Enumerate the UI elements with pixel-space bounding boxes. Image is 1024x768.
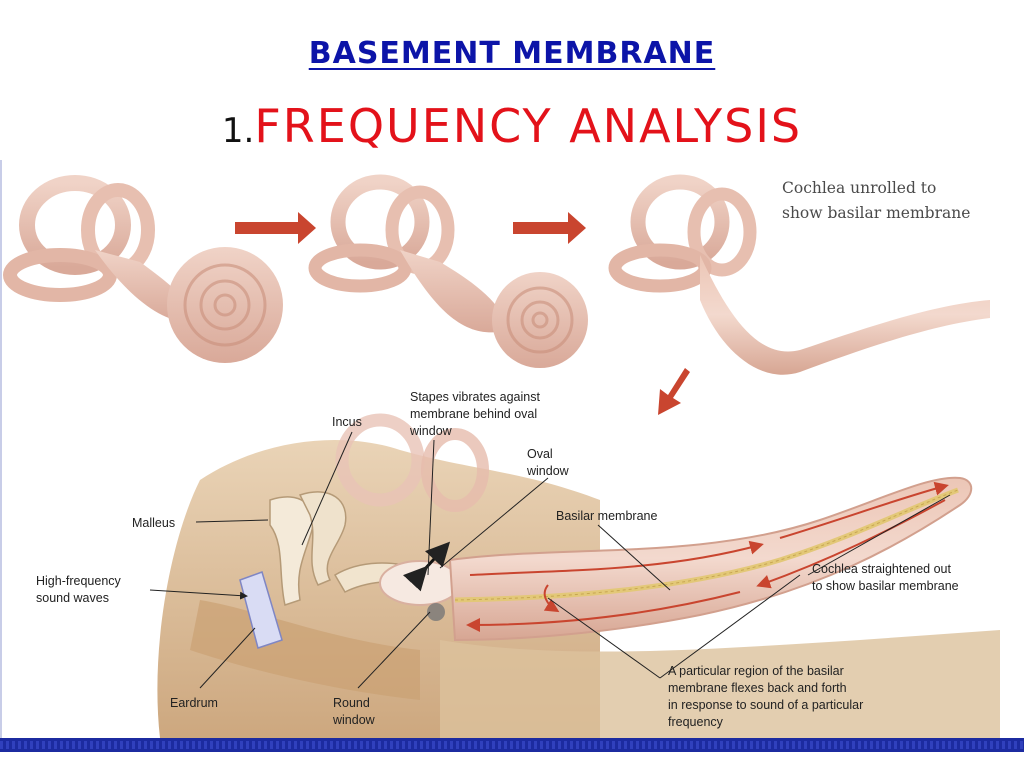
inner-ear-coiled-1	[3, 175, 283, 363]
label-stapes: Stapes vibrates against membrane behind …	[409, 390, 543, 438]
cochlea-diagram: Cochlea unrolled to show basilar membran…	[3, 174, 1000, 738]
label-oval-window: Oval window	[526, 447, 570, 478]
label-malleus: Malleus	[132, 516, 175, 530]
label-high-frequency: High-frequency sound waves	[36, 574, 124, 605]
slide-heading: BASEMENT MEMBRANE	[308, 36, 716, 71]
label-round-window: Round window	[332, 696, 376, 727]
label-basilar-membrane: Basilar membrane	[556, 509, 657, 523]
label-particular-region: A particular region of the basilar membr…	[668, 664, 867, 729]
figure-caption: Cochlea unrolled to show basilar membran…	[782, 179, 970, 222]
slide-subheading: 1.FREQUENCY ANALYSIS	[0, 96, 1024, 161]
middle-ear-illustration	[157, 413, 1000, 738]
inner-ear-unrolled	[608, 174, 990, 375]
stage-arrow-2	[513, 212, 586, 244]
subheading-text: FREQUENCY ANALYSIS	[254, 99, 803, 153]
leader-lines	[149, 431, 951, 689]
left-rule	[0, 160, 2, 738]
label-eardrum: Eardrum	[170, 696, 218, 710]
slide-footer-bar	[0, 738, 1024, 752]
label-cochlea-straightened: Cochlea straightened out to show basilar…	[812, 562, 959, 593]
label-incus: Incus	[332, 415, 362, 429]
stage-arrow-3	[658, 368, 690, 415]
inner-ear-coiled-2	[308, 174, 588, 368]
subheading-number: 1.	[221, 111, 255, 151]
stage-arrow-1	[235, 212, 316, 244]
